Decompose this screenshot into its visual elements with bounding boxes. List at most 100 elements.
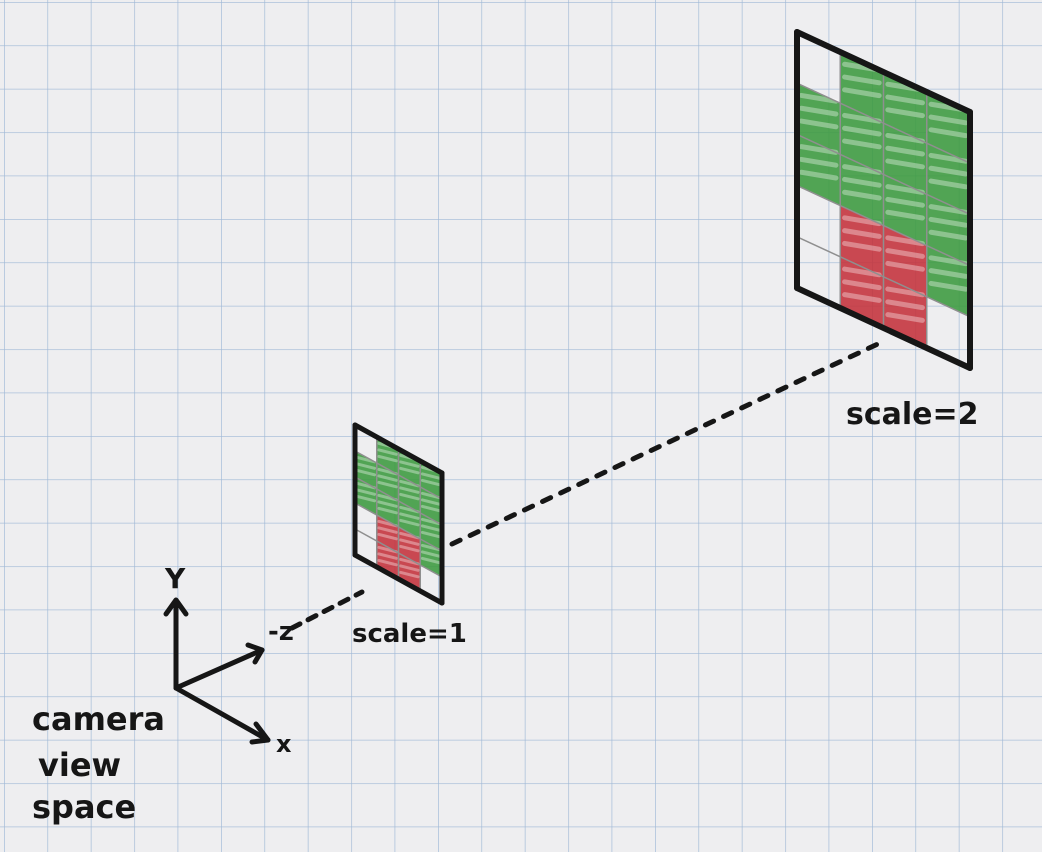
x-axis-line: [173, 685, 271, 743]
hatch-stroke: [842, 125, 882, 137]
frame-top-edge: [352, 422, 445, 476]
x-axis-label: x: [276, 730, 292, 758]
cell-row-line: [796, 236, 971, 318]
projection-dashes-camera-to-near: [289, 589, 365, 631]
cell-row-line: [354, 528, 443, 578]
hatch-stroke: [842, 215, 882, 227]
hatch-stroke: [842, 164, 882, 175]
hatch-stroke: [885, 107, 925, 119]
hatch-stroke: [399, 492, 420, 501]
hatch-stroke: [399, 486, 420, 494]
hatch-stroke: [399, 479, 420, 488]
hatch-stroke: [928, 114, 969, 126]
hatch-stroke: [842, 87, 882, 99]
neg-z-axis-arrowhead: [245, 642, 265, 665]
near-frame-scale-1: [352, 422, 445, 606]
hatch-stroke: [377, 480, 398, 489]
cell-row-line: [796, 184, 971, 267]
hatch-stroke: [928, 216, 969, 228]
grid-cell-green: [926, 194, 970, 266]
hatch-stroke: [377, 454, 398, 463]
hatch-stroke: [377, 532, 398, 541]
caption-line-view: view: [38, 746, 121, 784]
cell-row-line: [354, 476, 443, 526]
hatch-stroke: [377, 526, 398, 534]
hatch-stroke: [377, 493, 398, 502]
hatch-stroke: [355, 468, 377, 477]
near-scale-label: scale=1: [352, 619, 467, 649]
hatch-stroke: [399, 460, 420, 468]
hatch-stroke: [399, 531, 420, 540]
grid-cell-green: [797, 134, 841, 206]
hatch-stroke: [377, 519, 398, 528]
hatch-stroke: [885, 209, 925, 221]
hatch-stroke: [885, 94, 925, 106]
caption-line-space: space: [32, 788, 136, 826]
hatch-stroke: [885, 132, 925, 144]
hatch-stroke: [842, 189, 882, 201]
grid-cell-red: [840, 205, 884, 277]
grid-cell-green: [883, 123, 927, 195]
hatch-stroke: [355, 494, 377, 503]
hatch-stroke: [355, 488, 377, 496]
hatch-stroke: [420, 543, 442, 552]
hatch-stroke: [842, 266, 882, 278]
grid-cell-green: [926, 245, 970, 317]
hatch-stroke: [885, 158, 925, 170]
frame-top-edge: [794, 29, 973, 115]
hatch-stroke: [377, 552, 398, 560]
cell-row-line: [354, 450, 443, 500]
hatch-stroke: [842, 240, 882, 252]
cell-row-line: [354, 502, 443, 552]
hatch-stroke: [842, 112, 882, 124]
hatch-stroke: [842, 279, 882, 291]
hatch-stroke: [420, 498, 442, 506]
hatch-stroke: [842, 74, 882, 86]
grid-cell-green: [797, 83, 841, 155]
hatch-stroke: [355, 462, 377, 470]
cell-row-line: [796, 133, 971, 216]
far-scale-label: scale=2: [846, 397, 979, 432]
hatch-stroke: [928, 178, 969, 190]
hatch-stroke: [377, 545, 398, 554]
hatch-stroke: [377, 474, 398, 482]
hatch-stroke: [885, 196, 925, 208]
hatch-stroke: [399, 557, 420, 566]
hatch-stroke: [928, 280, 969, 292]
grid-cell-green: [926, 143, 970, 215]
grid-cell-green: [840, 154, 884, 226]
hatch-stroke: [399, 518, 420, 527]
x-axis-arrowhead: [249, 721, 271, 745]
hatch-stroke: [399, 538, 420, 546]
hatch-stroke: [928, 127, 969, 139]
hatch-stroke: [798, 105, 839, 117]
hatch-stroke: [928, 229, 969, 241]
hatch-stroke: [842, 292, 882, 303]
hatch-stroke: [399, 512, 420, 520]
camera-view-space-caption: camera view space: [32, 700, 165, 826]
hatch-stroke: [355, 455, 377, 464]
hatch-stroke: [377, 558, 398, 567]
hatch-stroke: [885, 299, 925, 311]
grid-cell-red: [883, 225, 927, 297]
hatch-stroke: [420, 556, 442, 565]
hatch-stroke: [399, 544, 420, 553]
grid-cell-green: [840, 103, 884, 175]
hatch-stroke: [420, 517, 442, 526]
cell-row-line: [796, 82, 971, 164]
hatch-stroke: [842, 176, 882, 188]
hatch-stroke: [377, 448, 398, 456]
hatch-stroke: [420, 504, 442, 513]
hatch-stroke: [399, 570, 420, 579]
y-axis-label: Y: [164, 562, 186, 595]
hatch-stroke: [399, 564, 420, 572]
far-frame-scale-2: [794, 29, 973, 371]
grid-cell-green: [883, 174, 927, 246]
hatch-stroke: [798, 92, 839, 104]
y-axis-arrowhead: [163, 597, 189, 617]
neg-z-axis-line: [173, 647, 265, 691]
hatch-stroke: [798, 144, 839, 155]
hatch-stroke: [885, 312, 925, 323]
hatch-stroke: [420, 550, 442, 558]
